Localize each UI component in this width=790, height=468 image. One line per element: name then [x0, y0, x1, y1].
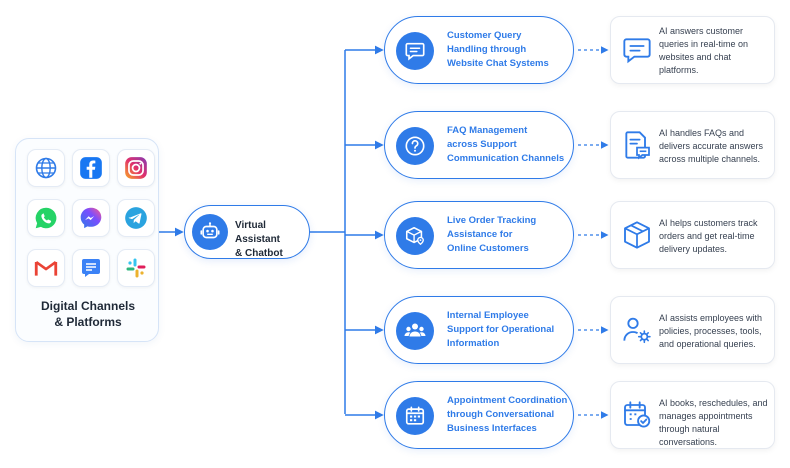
description-line: AI handles FAQs and [659, 128, 745, 138]
description-line: and operational queries. [659, 339, 756, 349]
description-line: delivers accurate answers [659, 141, 764, 151]
description-text: AI answers customer queries in real-time … [659, 25, 773, 77]
use-case-label-line: Online Customers [447, 243, 529, 254]
robot-icon [192, 214, 228, 250]
globe-icon [27, 149, 65, 187]
description-card: AI helps customers track orders and get r… [610, 201, 775, 269]
description-text: AI books, reschedules, and manages appoin… [659, 397, 773, 449]
description-text: AI handles FAQs and delivers accurate ans… [659, 127, 773, 166]
description-card: AI books, reschedules, and manages appoin… [610, 381, 775, 449]
slack-icon [117, 249, 155, 287]
description-line: AI helps customers track [659, 218, 758, 228]
use-case-label-line: Internal Employee [447, 310, 529, 321]
use-case-label-line: Website Chat Systems [447, 58, 549, 69]
package-location-icon [396, 217, 434, 255]
description-line: across multiple channels. [659, 154, 761, 164]
gmail-icon [27, 249, 65, 287]
description-card: AI answers customer queries in real-time … [610, 16, 775, 84]
channels-label-line-1: Digital Channels [40, 299, 135, 313]
document-chat-icon [621, 129, 653, 161]
description-line: policies, processes, tools, [659, 326, 762, 336]
messenger-icon [72, 199, 110, 237]
description-line: manages appointments [659, 411, 753, 421]
use-case-label-line: Information [447, 338, 500, 349]
use-case-label-line: Handling through [447, 44, 527, 55]
calendar-check-icon [621, 399, 653, 431]
use-case-label-line: FAQ Management [447, 125, 528, 136]
description-line: AI books, reschedules, and [659, 398, 768, 408]
description-line: platforms. [659, 65, 699, 75]
description-line: websites and chat [659, 52, 732, 62]
team-icon [396, 312, 434, 350]
chat-bubble-icon [396, 32, 434, 70]
description-card: AI handles FAQs and delivers accurate ans… [610, 111, 775, 179]
use-case-label-line: Business Interfaces [447, 423, 537, 434]
facebook-icon [72, 149, 110, 187]
description-line: AI assists employees with [659, 313, 763, 323]
assistant-label-line-2: & Chatbot [235, 248, 283, 259]
assistant-label-line-1: Virtual Assistant [235, 220, 281, 245]
assistant-label: Virtual Assistant & Chatbot [235, 219, 310, 261]
description-line: through natural conversations. [659, 424, 720, 447]
description-line: queries in real-time on [659, 39, 749, 49]
use-case-label-line: through Conversational [447, 409, 555, 420]
description-text: AI helps customers track orders and get r… [659, 217, 773, 256]
description-card: AI assists employees with policies, proce… [610, 296, 775, 364]
digital-channels-panel: Digital Channels & Platforms [15, 138, 159, 342]
instagram-icon [117, 149, 155, 187]
user-gear-icon [621, 314, 653, 346]
channels-label: Digital Channels & Platforms [16, 298, 160, 330]
telegram-icon [117, 199, 155, 237]
chat-bubble-outline-icon [621, 34, 653, 66]
google-chat-icon [72, 249, 110, 287]
use-case-label-line: Live Order Tracking [447, 215, 537, 226]
whatsapp-icon [27, 199, 65, 237]
use-case-node: Appointment Coordination through Conversa… [384, 381, 574, 449]
channels-label-line-2: & Platforms [54, 315, 122, 329]
description-line: AI answers customer [659, 26, 744, 36]
description-text: AI assists employees with policies, proce… [659, 312, 773, 351]
box-icon [621, 219, 653, 251]
use-case-label-line: Appointment Coordination [447, 395, 568, 406]
calendar-icon [396, 397, 434, 435]
use-case-label-line: Communication Channels [447, 153, 565, 164]
description-line: orders and get real-time [659, 231, 755, 241]
description-line: delivery updates. [659, 244, 728, 254]
use-case-label-line: Customer Query [447, 30, 522, 41]
channel-icon-grid [23, 149, 155, 289]
use-case-label-line: Support for Operational [447, 324, 555, 335]
question-icon [396, 127, 434, 165]
use-case-label-line: across Support [447, 139, 517, 150]
use-case-label-line: Assistance for [447, 229, 513, 240]
use-case-label: Appointment Coordination through Conversa… [447, 394, 569, 436]
virtual-assistant-node: Virtual Assistant & Chatbot [184, 205, 310, 259]
